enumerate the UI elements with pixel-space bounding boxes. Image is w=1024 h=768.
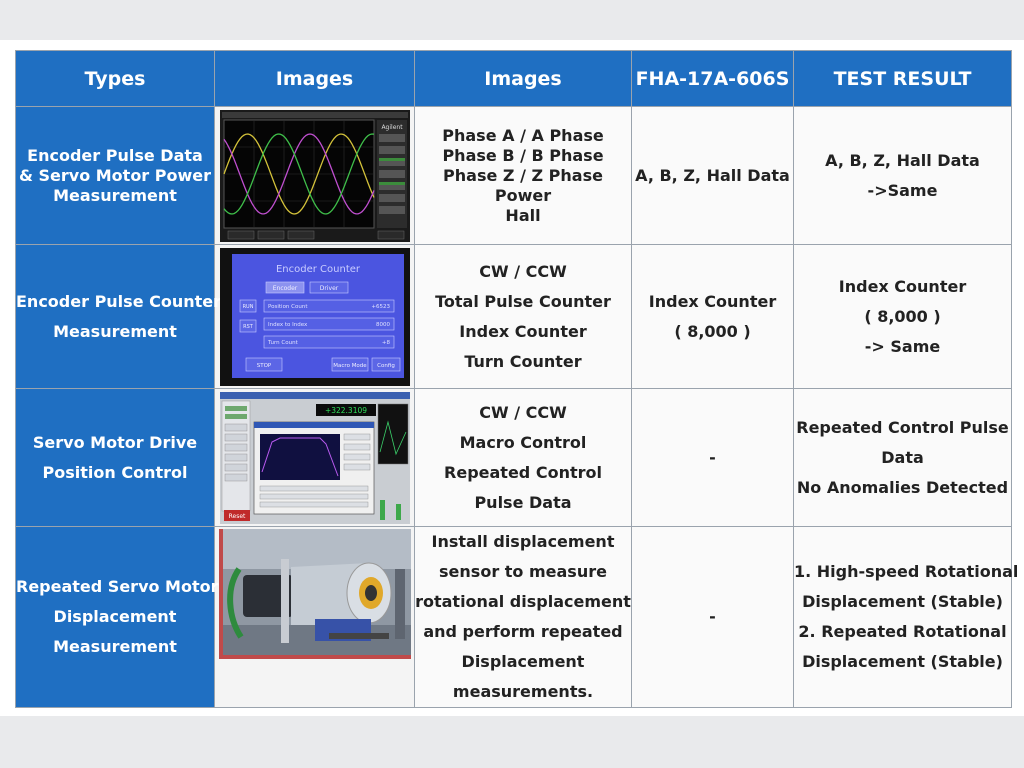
test-result-table: Types Images Images FHA-17A-606S TEST RE… <box>15 50 1019 709</box>
type-line: Position Control <box>42 462 188 482</box>
result-line: -> Same <box>864 336 941 356</box>
image-cell: Agilent <box>214 105 415 246</box>
description-line: measurements. <box>452 681 594 701</box>
description-line: sensor to measure <box>439 561 607 581</box>
servo-motor-photo <box>218 528 411 659</box>
description-line: rotational displacement <box>415 591 631 611</box>
svg-text:RUN: RUN <box>242 304 253 310</box>
encoder-counter-image: Encoder Counter Encoder Driver RUN RST <box>219 247 410 386</box>
result-line: Repeated Control Pulse <box>796 417 1009 437</box>
svg-text:Position Count: Position Count <box>268 304 308 310</box>
type-line: Displacement <box>53 606 177 626</box>
control-software-image: Reset +322.3109 <box>219 391 410 524</box>
svg-text:Encoder Counter: Encoder Counter <box>275 264 360 275</box>
image-cell: Reset +322.3109 <box>214 388 415 527</box>
svg-text:Encoder: Encoder <box>272 285 297 292</box>
description-cell: CW / CCW Macro Control Repeated Control … <box>414 388 632 527</box>
type-cell: Encoder Pulse Counter Measurement <box>15 244 222 390</box>
type-line: Measurement <box>53 185 177 205</box>
result-line: 1. High-speed Rotational <box>794 561 1019 581</box>
result-line: A, B, Z, Hall Data <box>825 150 980 170</box>
svg-text:Turn Count: Turn Count <box>267 340 299 346</box>
image-cell <box>214 525 415 709</box>
type-line: Measurement <box>53 636 177 656</box>
result-cell: Index Counter ( 8,000 ) -> Same <box>793 244 1012 390</box>
description-line: Index Counter <box>459 321 587 341</box>
description-cell: Phase A / A Phase Phase B / B Phase Phas… <box>414 105 632 246</box>
result-line: Index Counter <box>838 276 967 296</box>
description-cell: Install displacement sensor to measure r… <box>414 525 632 709</box>
description-line: Phase B / B Phase <box>442 145 604 165</box>
result-cell: 1. High-speed Rotational Displacement (S… <box>793 525 1019 709</box>
result-line: 2. Repeated Rotational <box>798 621 1007 641</box>
description-line: and perform repeated <box>423 621 623 641</box>
svg-text:Reset: Reset <box>228 513 245 520</box>
spec-line: ( 8,000 ) <box>674 321 751 341</box>
svg-text:Macro Mode: Macro Mode <box>333 363 367 369</box>
svg-text:Config: Config <box>377 363 395 369</box>
description-line: CW / CCW <box>479 261 567 281</box>
svg-text:Driver: Driver <box>319 285 338 292</box>
description-line: Turn Counter <box>464 351 582 371</box>
description-cell: CW / CCW Total Pulse Counter Index Count… <box>414 244 632 390</box>
description-line: Hall <box>505 205 541 225</box>
result-line: Displacement (Stable) <box>802 651 1003 671</box>
table-row: Servo Motor Drive Position Control <box>15 388 1012 527</box>
type-line: Measurement <box>53 321 177 341</box>
result-line: ->Same <box>867 180 938 200</box>
description-line: Install displacement <box>431 531 615 551</box>
spec-line: A, B, Z, Hall Data <box>635 165 790 185</box>
svg-text:RST: RST <box>243 324 254 330</box>
type-cell: Repeated Servo Motor Displacement Measur… <box>15 525 219 709</box>
svg-text:STOP: STOP <box>256 363 271 369</box>
spec-cell: A, B, Z, Hall Data <box>631 105 794 246</box>
header-images: Images <box>214 50 415 107</box>
result-line: Displacement (Stable) <box>802 591 1003 611</box>
type-cell: Servo Motor Drive Position Control <box>15 388 215 527</box>
description-line: Phase A / A Phase <box>442 125 604 145</box>
svg-text:Agilent: Agilent <box>381 124 403 131</box>
description-line: Displacement <box>461 651 585 671</box>
spec-line: - <box>709 447 716 467</box>
spec-line: - <box>709 606 716 626</box>
description-line: Pulse Data <box>474 492 572 512</box>
description-line: CW / CCW <box>479 402 567 422</box>
spec-cell: - <box>631 525 794 709</box>
result-line: Data <box>881 447 924 467</box>
type-line: Repeated Servo Motor <box>16 576 219 596</box>
header-test-result: TEST RESULT <box>793 50 1012 107</box>
type-line: Encoder Pulse Counter <box>16 291 222 311</box>
result-line: ( 8,000 ) <box>864 306 941 326</box>
svg-text:Index to Index: Index to Index <box>268 322 308 328</box>
result-line: No Anomalies Detected <box>796 477 1009 497</box>
spec-line: Index Counter <box>648 291 777 311</box>
image-cell: Encoder Counter Encoder Driver RUN RST <box>214 244 415 390</box>
spec-cell: Index Counter ( 8,000 ) <box>631 244 794 390</box>
svg-text:+6523: +6523 <box>371 304 390 310</box>
table-row: Encoder Pulse Counter Measurement Encode… <box>15 244 1012 390</box>
type-line: Servo Motor Drive <box>32 432 198 452</box>
header-row: Types Images Images FHA-17A-606S TEST RE… <box>15 50 1012 107</box>
description-line: Macro Control <box>459 432 587 452</box>
header-images-description: Images <box>414 50 632 107</box>
description-line: Total Pulse Counter <box>435 291 611 311</box>
oscilloscope-image: Agilent <box>219 109 410 242</box>
description-line: Repeated Control <box>444 462 602 482</box>
spec-cell: - <box>631 388 794 527</box>
result-cell: A, B, Z, Hall Data ->Same <box>793 105 1012 246</box>
table-row: Repeated Servo Motor Displacement Measur… <box>15 525 1019 709</box>
type-cell: Encoder Pulse Data & Servo Motor Power M… <box>15 105 215 246</box>
type-line: & Servo Motor Power <box>18 165 212 185</box>
header-types: Types <box>15 50 215 107</box>
table-row: Encoder Pulse Data & Servo Motor Power M… <box>15 105 1012 246</box>
type-line: Encoder Pulse Data <box>27 145 203 165</box>
header-model: FHA-17A-606S <box>631 50 794 107</box>
description-line: Power <box>494 185 552 205</box>
svg-text:8000: 8000 <box>376 322 390 328</box>
description-line: Phase Z / Z Phase <box>443 165 603 185</box>
result-cell: Repeated Control Pulse Data No Anomalies… <box>793 388 1012 527</box>
svg-text:+8: +8 <box>381 340 390 346</box>
svg-text:+322.3109: +322.3109 <box>324 406 366 415</box>
document-page: Types Images Images FHA-17A-606S TEST RE… <box>0 40 1024 716</box>
